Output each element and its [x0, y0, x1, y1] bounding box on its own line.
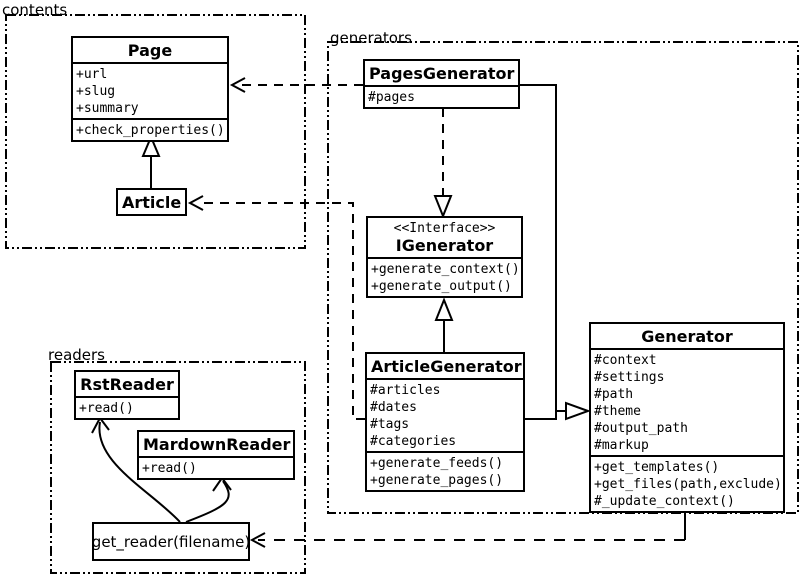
attribute: #path: [594, 387, 634, 402]
readers-package-label: readers: [48, 346, 105, 364]
hollow-triangle-up-icon: [434, 297, 454, 321]
pagesgenerator-extends-generator-line: [520, 84, 566, 412]
class-rstreader: RstReader +read(): [74, 370, 180, 420]
method: +generate_feeds(): [370, 456, 504, 471]
method: +read(): [142, 461, 197, 476]
hollow-triangle-down-icon: [433, 195, 453, 219]
articlegenerator-depends-article-line: [200, 202, 365, 420]
hollow-triangle-right-icon: [565, 401, 591, 421]
method: +generate_output(): [371, 279, 512, 294]
class-rstreader-title: RstReader: [80, 375, 174, 394]
getreader-creates-markdownreader-line: [185, 480, 230, 523]
method: +get_templates(): [594, 460, 720, 475]
generators-package-border: [327, 41, 799, 514]
method: +generate_context(): [371, 262, 520, 277]
getreader-creates-rstreader-line: [98, 421, 181, 523]
class-rstreader-methods: +read(): [76, 396, 178, 418]
class-pagesgenerator-title: PagesGenerator: [369, 64, 515, 83]
attribute: +url: [76, 67, 108, 82]
class-generator-attributes: #context #settings #path #theme #output_…: [591, 348, 783, 455]
attribute: #markup: [594, 438, 649, 453]
method: #_update_context(): [594, 494, 735, 509]
attribute: #output_path: [594, 421, 688, 436]
class-article-title: Article: [122, 193, 182, 212]
attribute: #dates: [370, 400, 417, 415]
contents-package-border: [5, 14, 306, 249]
class-markdownreader-methods: +read(): [139, 456, 293, 478]
class-articlegenerator-methods: +generate_feeds() +generate_pages(): [367, 451, 523, 490]
class-generator-methods: +get_templates() +get_files(path,exclude…: [591, 455, 783, 511]
attribute: #pages: [368, 90, 415, 105]
readers-package-border: [50, 361, 306, 574]
attribute: +summary: [76, 101, 139, 116]
class-igenerator-name: IGenerator: [395, 236, 494, 255]
articlegenerator-extends-generator-line: [525, 411, 557, 420]
class-page-attributes: +url +slug +summary: [73, 62, 227, 118]
open-arrow-left-icon: [229, 77, 246, 93]
class-igenerator-methods: +generate_context() +generate_output(): [368, 257, 521, 296]
class-generator: Generator #context #settings #path #them…: [589, 322, 785, 513]
class-markdownreader-title: MardownReader: [143, 435, 291, 454]
method: +check_properties(): [76, 123, 225, 138]
open-arrow-left-icon: [249, 532, 266, 548]
attribute: #categories: [370, 434, 457, 449]
attribute: #tags: [370, 417, 410, 432]
method: +read(): [79, 401, 134, 416]
class-page-methods: +check_properties(): [73, 118, 227, 140]
attribute: #theme: [594, 404, 641, 419]
class-pagesgenerator: PagesGenerator #pages: [363, 59, 520, 109]
generators-package-label: generators: [330, 29, 412, 47]
contents-package-label: contents: [2, 1, 68, 19]
attribute: #context: [594, 353, 657, 368]
class-page: Page +url +slug +summary +check_properti…: [71, 36, 229, 142]
hollow-triangle-up-icon: [141, 134, 161, 157]
class-generator-title: Generator: [641, 327, 733, 346]
class-page-title: Page: [127, 41, 173, 60]
get-reader-function-box: get_reader(filename): [92, 522, 250, 561]
class-articlegenerator-attributes: #articles #dates #tags #categories: [367, 378, 523, 451]
interface-stereotype: <<Interface>>: [393, 221, 496, 236]
method: +generate_pages(): [370, 473, 504, 488]
class-markdownreader: MardownReader +read(): [137, 430, 295, 480]
class-articlegenerator: ArticleGenerator #articles #dates #tags …: [365, 352, 525, 492]
class-igenerator-title: <<Interface>> IGenerator: [368, 218, 521, 257]
class-articlegenerator-title: ArticleGenerator: [371, 357, 522, 376]
open-arrow-left-icon: [187, 195, 204, 211]
attribute: #articles: [370, 383, 441, 398]
class-article: Article: [116, 188, 187, 216]
attribute: #settings: [594, 370, 665, 385]
attribute: +slug: [76, 84, 116, 99]
method: +get_files(path,exclude): [594, 477, 782, 492]
class-igenerator: <<Interface>> IGenerator +generate_conte…: [366, 216, 523, 298]
class-pagesgenerator-attributes: #pages: [365, 85, 518, 107]
